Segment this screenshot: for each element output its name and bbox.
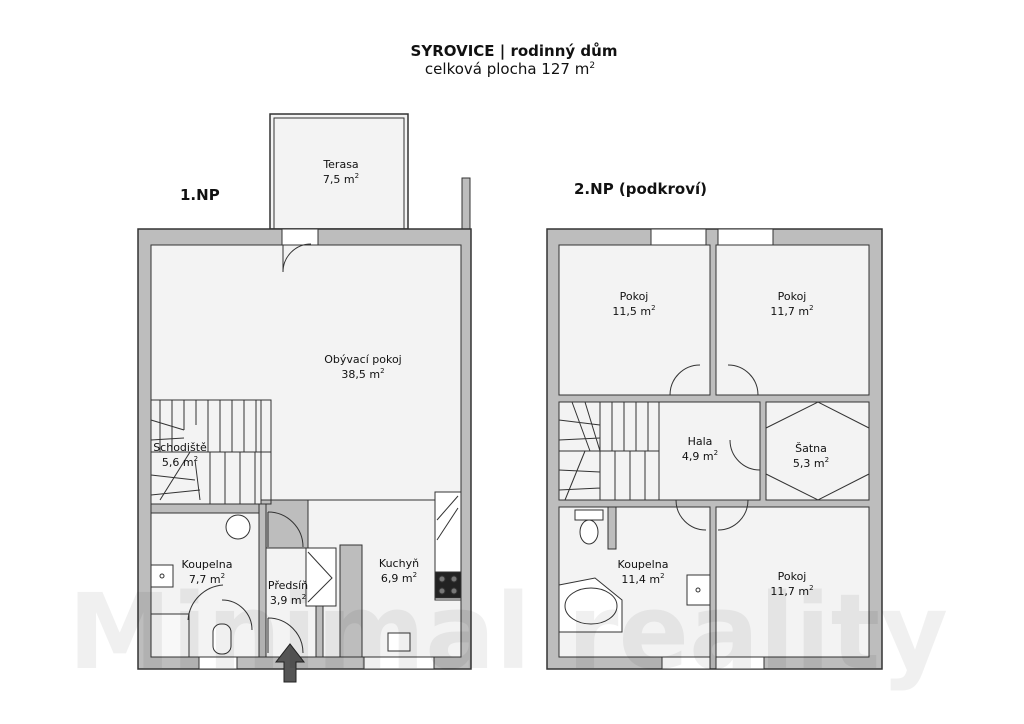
bath-fixtures-1np xyxy=(150,514,251,658)
watermark: Minimal reality xyxy=(68,571,948,693)
stairs-1np xyxy=(150,399,272,505)
floor1-label: 1.NP xyxy=(180,186,220,204)
label-obyvaci: Obývací pokoj xyxy=(324,353,401,366)
area-satna: 5,3 m2 xyxy=(793,456,829,470)
side-wall xyxy=(461,177,471,231)
area-koupelna-2np: 11,4 m2 xyxy=(621,572,664,586)
room-satna-floor xyxy=(765,401,870,501)
bath-fixtures-2np xyxy=(558,506,711,633)
room-pokoj2-floor xyxy=(715,244,870,396)
label-hala: Hala xyxy=(688,435,713,448)
area-schodiste: 5,6 m2 xyxy=(162,455,198,469)
label-schodiste: Schodiště xyxy=(153,441,207,454)
label-predsin: Předsíň xyxy=(268,579,308,592)
label-pokoj3: Pokoj xyxy=(778,570,807,583)
room-pokoj3-floor xyxy=(715,506,870,658)
floor2-label: 2.NP (podkroví) xyxy=(574,180,707,198)
area-terasa: 7,5 m2 xyxy=(323,172,359,186)
doors-1np xyxy=(221,228,319,631)
area-hala: 4,9 m2 xyxy=(682,449,718,463)
area-pokoj3: 11,7 m2 xyxy=(770,584,813,598)
wall-bath-top xyxy=(150,503,264,514)
stairs-2np xyxy=(558,401,660,501)
area-pokoj1: 11,5 m2 xyxy=(612,304,655,318)
area-obyvaci: 38,5 m2 xyxy=(341,367,384,381)
area-predsin: 3,9 m2 xyxy=(270,593,306,607)
area-pokoj2: 11,7 m2 xyxy=(770,304,813,318)
doors-2np xyxy=(669,364,761,531)
predsin-details xyxy=(267,511,337,654)
terrace xyxy=(269,113,409,230)
label-pokoj2: Pokoj xyxy=(778,290,807,303)
label-pokoj1: Pokoj xyxy=(620,290,649,303)
entrance-arrow-icon xyxy=(274,643,306,683)
wall-kitchen-left xyxy=(339,544,363,658)
area-kuchyn: 6,9 m2 xyxy=(381,571,417,585)
label-koupelna-2np: Koupelna xyxy=(618,558,669,571)
windows-1np xyxy=(198,656,435,670)
label-satna: Šatna xyxy=(795,442,827,455)
label-kuchyn: Kuchyň xyxy=(379,557,419,570)
plan-title: SYROVICE | rodinný dům xyxy=(411,42,618,61)
label-terasa: Terasa xyxy=(322,158,358,171)
room-pokoj1-floor xyxy=(558,244,711,396)
windows-2np xyxy=(650,228,774,670)
plan-subtitle: celková plocha 127 m2 xyxy=(425,60,595,78)
area-koupelna-1np: 7,7 m2 xyxy=(189,572,225,586)
satna-wardrobe xyxy=(765,401,870,501)
label-koupelna-1np: Koupelna xyxy=(182,558,233,571)
kitchen-counter xyxy=(387,491,462,652)
